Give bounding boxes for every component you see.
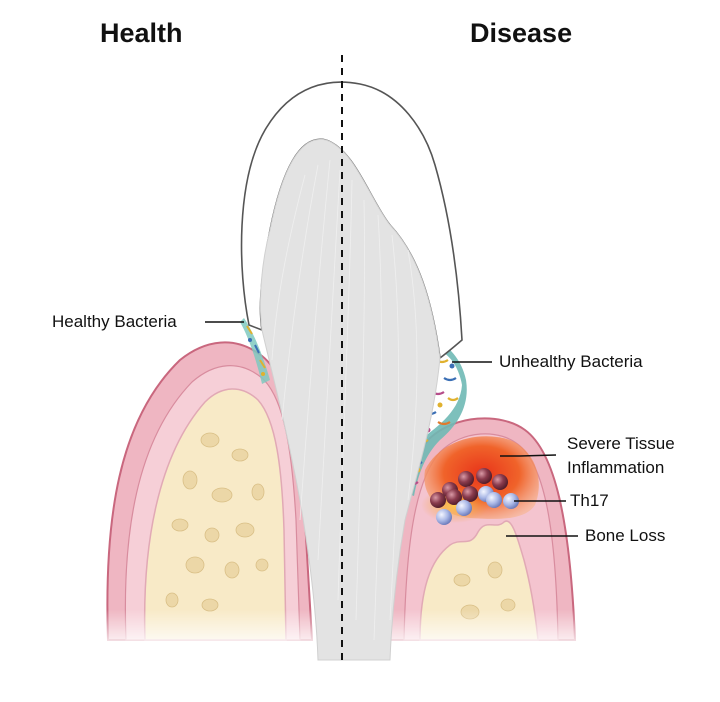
health-heading: Health: [100, 18, 183, 48]
bone-loss-label: Bone Loss: [585, 526, 666, 545]
healthy-gum: [100, 318, 320, 650]
severe-tissue-label-line1: Severe Tissue: [567, 434, 675, 453]
disease-heading: Disease: [470, 18, 573, 48]
diseased-gum: [380, 340, 580, 650]
leader-severe-inflammation: [500, 454, 557, 457]
healthy-bacteria-label: Healthy Bacteria: [52, 312, 177, 331]
th17-cells: [430, 468, 519, 525]
unhealthy-bacteria-label: Unhealthy Bacteria: [499, 352, 643, 371]
th17-label: Th17: [570, 491, 609, 510]
severe-tissue-label-line2: Inflammation: [567, 458, 665, 477]
leader-lines: [205, 321, 578, 537]
tooth: [240, 81, 463, 661]
healthy-bacteria-layer: [240, 318, 270, 384]
